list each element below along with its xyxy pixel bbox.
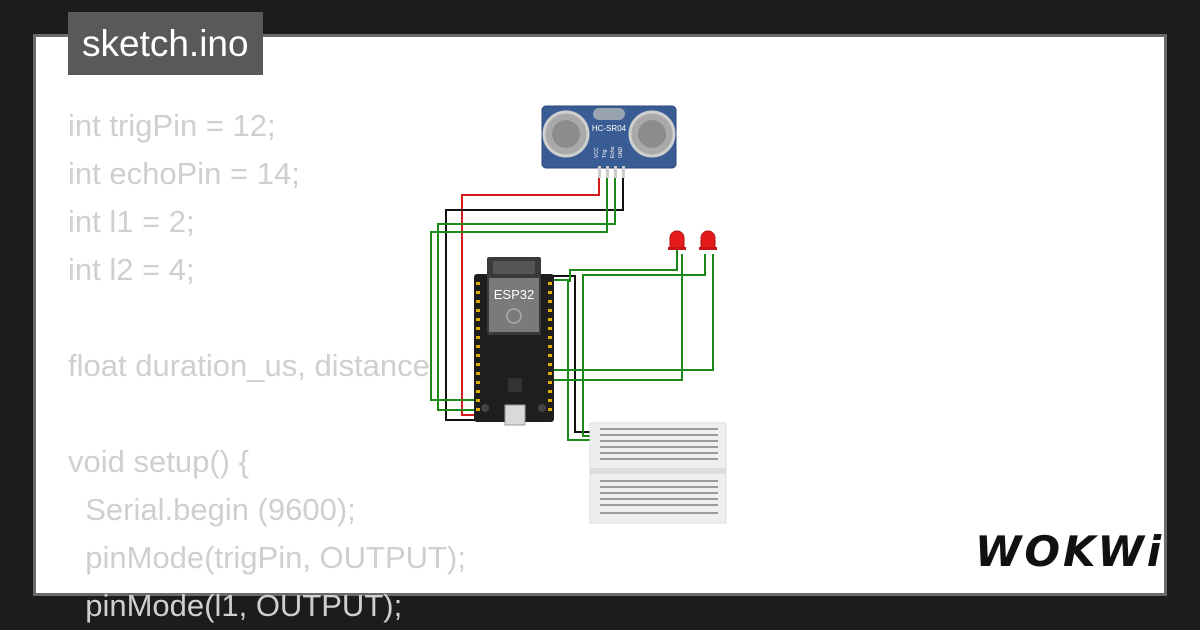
code-editor[interactable]: int trigPin = 12; int echoPin = 14; int l1… [68,102,466,630]
sensor-pin-label: Echo [610,146,616,158]
led-1[interactable] [668,230,686,250]
code-line[interactable]: float duration_us, distance [68,348,430,383]
code-line[interactable]: int echoPin = 14; [68,156,300,191]
code-line[interactable]: Serial.begin (9600); [68,492,356,527]
ultrasonic-sensor[interactable]: HC-SR04 VCC Trig Echo GND [541,105,677,178]
sensor-label: HC-SR04 [592,124,627,133]
code-line[interactable]: int trigPin = 12; [68,108,276,143]
led-2[interactable] [699,230,717,250]
code-line[interactable]: pinMode(trigPin, OUTPUT); [68,540,466,575]
code-line[interactable]: int l1 = 2; [68,204,195,239]
wires [430,178,714,441]
code-line[interactable]: pinMode(l1, OUTPUT); [68,588,403,623]
file-tab[interactable]: sketch.ino [68,12,263,75]
breadboard[interactable] [589,422,727,524]
sensor-pin-label: GND [618,147,624,159]
sensor-pin-label: Trig [602,149,608,158]
code-line[interactable]: void setup() { [68,444,249,479]
wokwi-logo: WOKWi [975,527,1165,576]
esp32-board[interactable]: ESP32 [474,257,554,426]
mcu-label: ESP32 [494,287,534,302]
sensor-pin-label: VCC [594,147,600,158]
code-line[interactable]: int l2 = 4; [68,252,195,287]
